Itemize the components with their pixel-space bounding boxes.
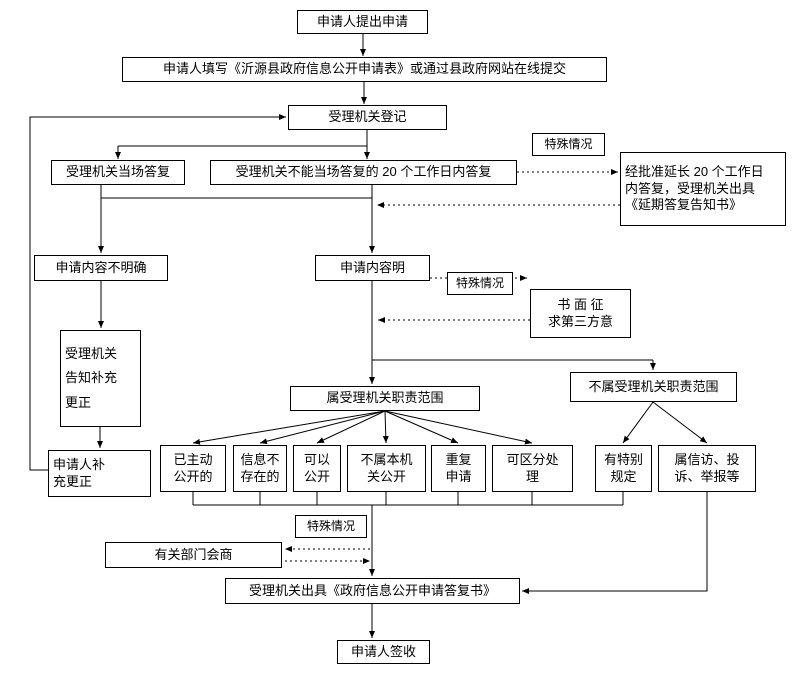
node-reply-document: 受理机关出具《政府信息公开申请答复书》 bbox=[225, 578, 520, 604]
node-special-case-a: 特殊情况 bbox=[532, 133, 605, 156]
node-separable-handling: 可区分处 理 bbox=[492, 445, 573, 492]
node-notify-line3: 更正 bbox=[65, 394, 92, 410]
edge-inscope-notexist bbox=[259, 410, 386, 445]
node-supplement-line2: 充更正 bbox=[53, 473, 93, 489]
node-repeat-line1: 重复 bbox=[445, 451, 472, 467]
node-notify-line2: 告知补充 bbox=[65, 370, 118, 386]
node-register-label: 受理机关登记 bbox=[328, 109, 407, 125]
node-delayed-reply-label: 受理机关不能当场答复的 20 个工作日内答复 bbox=[235, 164, 492, 180]
node-separable-line1: 可区分处 bbox=[506, 451, 559, 467]
node-special-case-b: 特殊情况 bbox=[447, 272, 513, 295]
node-not-this-org-line2: 关公开 bbox=[366, 468, 406, 484]
node-reply-document-label: 受理机关出具《政府信息公开申请答复书》 bbox=[248, 582, 496, 598]
node-third-party-line2: 求第三方意 bbox=[547, 313, 613, 329]
node-in-scope-label: 属受理机关职责范围 bbox=[326, 390, 444, 406]
node-already-public: 已主动 公开的 bbox=[160, 445, 226, 492]
node-third-party-consult: 书 面 征 求第三方意 bbox=[530, 289, 631, 338]
node-special-case-c-label: 特殊情况 bbox=[306, 518, 355, 533]
node-extension-reply: 经批准延长 20 个工作日 内答复，受理机关出具 《延期答复告知书》 bbox=[620, 152, 786, 226]
node-applicant-sign: 申请人签收 bbox=[337, 640, 430, 664]
node-onsite-reply: 受理机关当场答复 bbox=[51, 160, 185, 185]
node-not-this-org-line1: 不属本机 bbox=[360, 451, 413, 467]
node-submit-application: 申请人提出申请 bbox=[297, 10, 428, 34]
node-can-public: 可以 公开 bbox=[293, 445, 341, 492]
node-third-party-line1: 书 面 征 bbox=[557, 296, 604, 312]
node-department-consult: 有关部门会商 bbox=[105, 542, 282, 568]
edge-inscope-separable bbox=[384, 410, 533, 445]
edge-supplement-register-feedback bbox=[29, 114, 286, 471]
node-register: 受理机关登记 bbox=[288, 105, 447, 130]
node-applicant-sign-label: 申请人签收 bbox=[350, 643, 416, 659]
node-repeat-line2: 申请 bbox=[445, 468, 472, 484]
edge-outscope-petition bbox=[652, 401, 708, 444]
node-content-clear-label: 申请内容明 bbox=[339, 259, 405, 275]
edge-inscope-canpublic bbox=[316, 410, 386, 444]
node-special-case-a-label: 特殊情况 bbox=[544, 136, 593, 151]
node-not-this-org: 不属本机 关公开 bbox=[347, 445, 426, 492]
node-fill-form: 申请人填写《沂源县政府信息公开申请表》或通过县政府网站在线提交 bbox=[122, 57, 607, 82]
node-delayed-reply: 受理机关不能当场答复的 20 个工作日内答复 bbox=[210, 160, 517, 185]
node-applicant-supplement: 申请人补 充更正 bbox=[48, 450, 151, 497]
edge-petition-replydoc bbox=[522, 492, 708, 594]
edge-inscope-repeat bbox=[384, 410, 459, 444]
node-info-not-exist: 信息不 存在的 bbox=[233, 445, 287, 492]
node-separable-line2: 理 bbox=[525, 468, 539, 484]
node-extension-line1: 经批准延长 20 个工作日 bbox=[625, 163, 764, 179]
node-submit-application-label: 申请人提出申请 bbox=[316, 13, 408, 29]
node-can-public-line2: 公开 bbox=[303, 468, 330, 484]
node-info-not-exist-line1: 信息不 bbox=[240, 451, 280, 467]
node-already-public-line2: 公开的 bbox=[173, 468, 213, 484]
edge-inscope-notthisorg bbox=[382, 410, 389, 444]
node-notify-supplement: 受理机关 告知补充 更正 bbox=[60, 330, 141, 427]
node-petition-line2: 诉、举报等 bbox=[674, 468, 740, 484]
node-special-rule: 有特别 规定 bbox=[595, 445, 652, 492]
node-out-of-scope-label: 不属受理机关职责范围 bbox=[588, 378, 719, 394]
node-notify-line1: 受理机关 bbox=[65, 346, 118, 362]
node-special-rule-line1: 有特别 bbox=[603, 451, 643, 467]
node-content-unclear-label: 申请内容不明确 bbox=[55, 259, 147, 275]
node-special-rule-line2: 规定 bbox=[610, 468, 637, 484]
node-already-public-line1: 已主动 bbox=[173, 451, 213, 467]
node-extension-line2: 内答复，受理机关出具 bbox=[625, 180, 756, 196]
node-petition-complaint: 属信访、投 诉、举报等 bbox=[658, 445, 756, 492]
edge-inscope-alreadypublic bbox=[192, 410, 386, 445]
node-special-case-b-label: 特殊情况 bbox=[455, 275, 504, 290]
node-can-public-line1: 可以 bbox=[303, 451, 330, 467]
node-fill-form-label: 申请人填写《沂源县政府信息公开申请表》或通过县政府网站在线提交 bbox=[162, 61, 566, 77]
node-repeat-application: 重复 申请 bbox=[431, 445, 486, 492]
node-special-case-c: 特殊情况 bbox=[295, 515, 367, 538]
node-department-consult-label: 有关部门会商 bbox=[154, 546, 233, 562]
node-in-scope: 属受理机关职责范围 bbox=[290, 386, 480, 411]
node-content-clear: 申请内容明 bbox=[315, 255, 430, 281]
node-out-of-scope: 不属受理机关职责范围 bbox=[570, 372, 737, 402]
node-petition-line1: 属信访、投 bbox=[674, 451, 740, 467]
edge-outscope-specialrule bbox=[622, 401, 654, 444]
node-extension-line3: 《延期答复告知书》 bbox=[625, 197, 743, 213]
node-content-unclear: 申请内容不明确 bbox=[34, 255, 168, 281]
node-info-not-exist-line2: 存在的 bbox=[240, 468, 280, 484]
node-onsite-reply-label: 受理机关当场答复 bbox=[65, 164, 170, 180]
node-supplement-line1: 申请人补 bbox=[53, 456, 106, 472]
